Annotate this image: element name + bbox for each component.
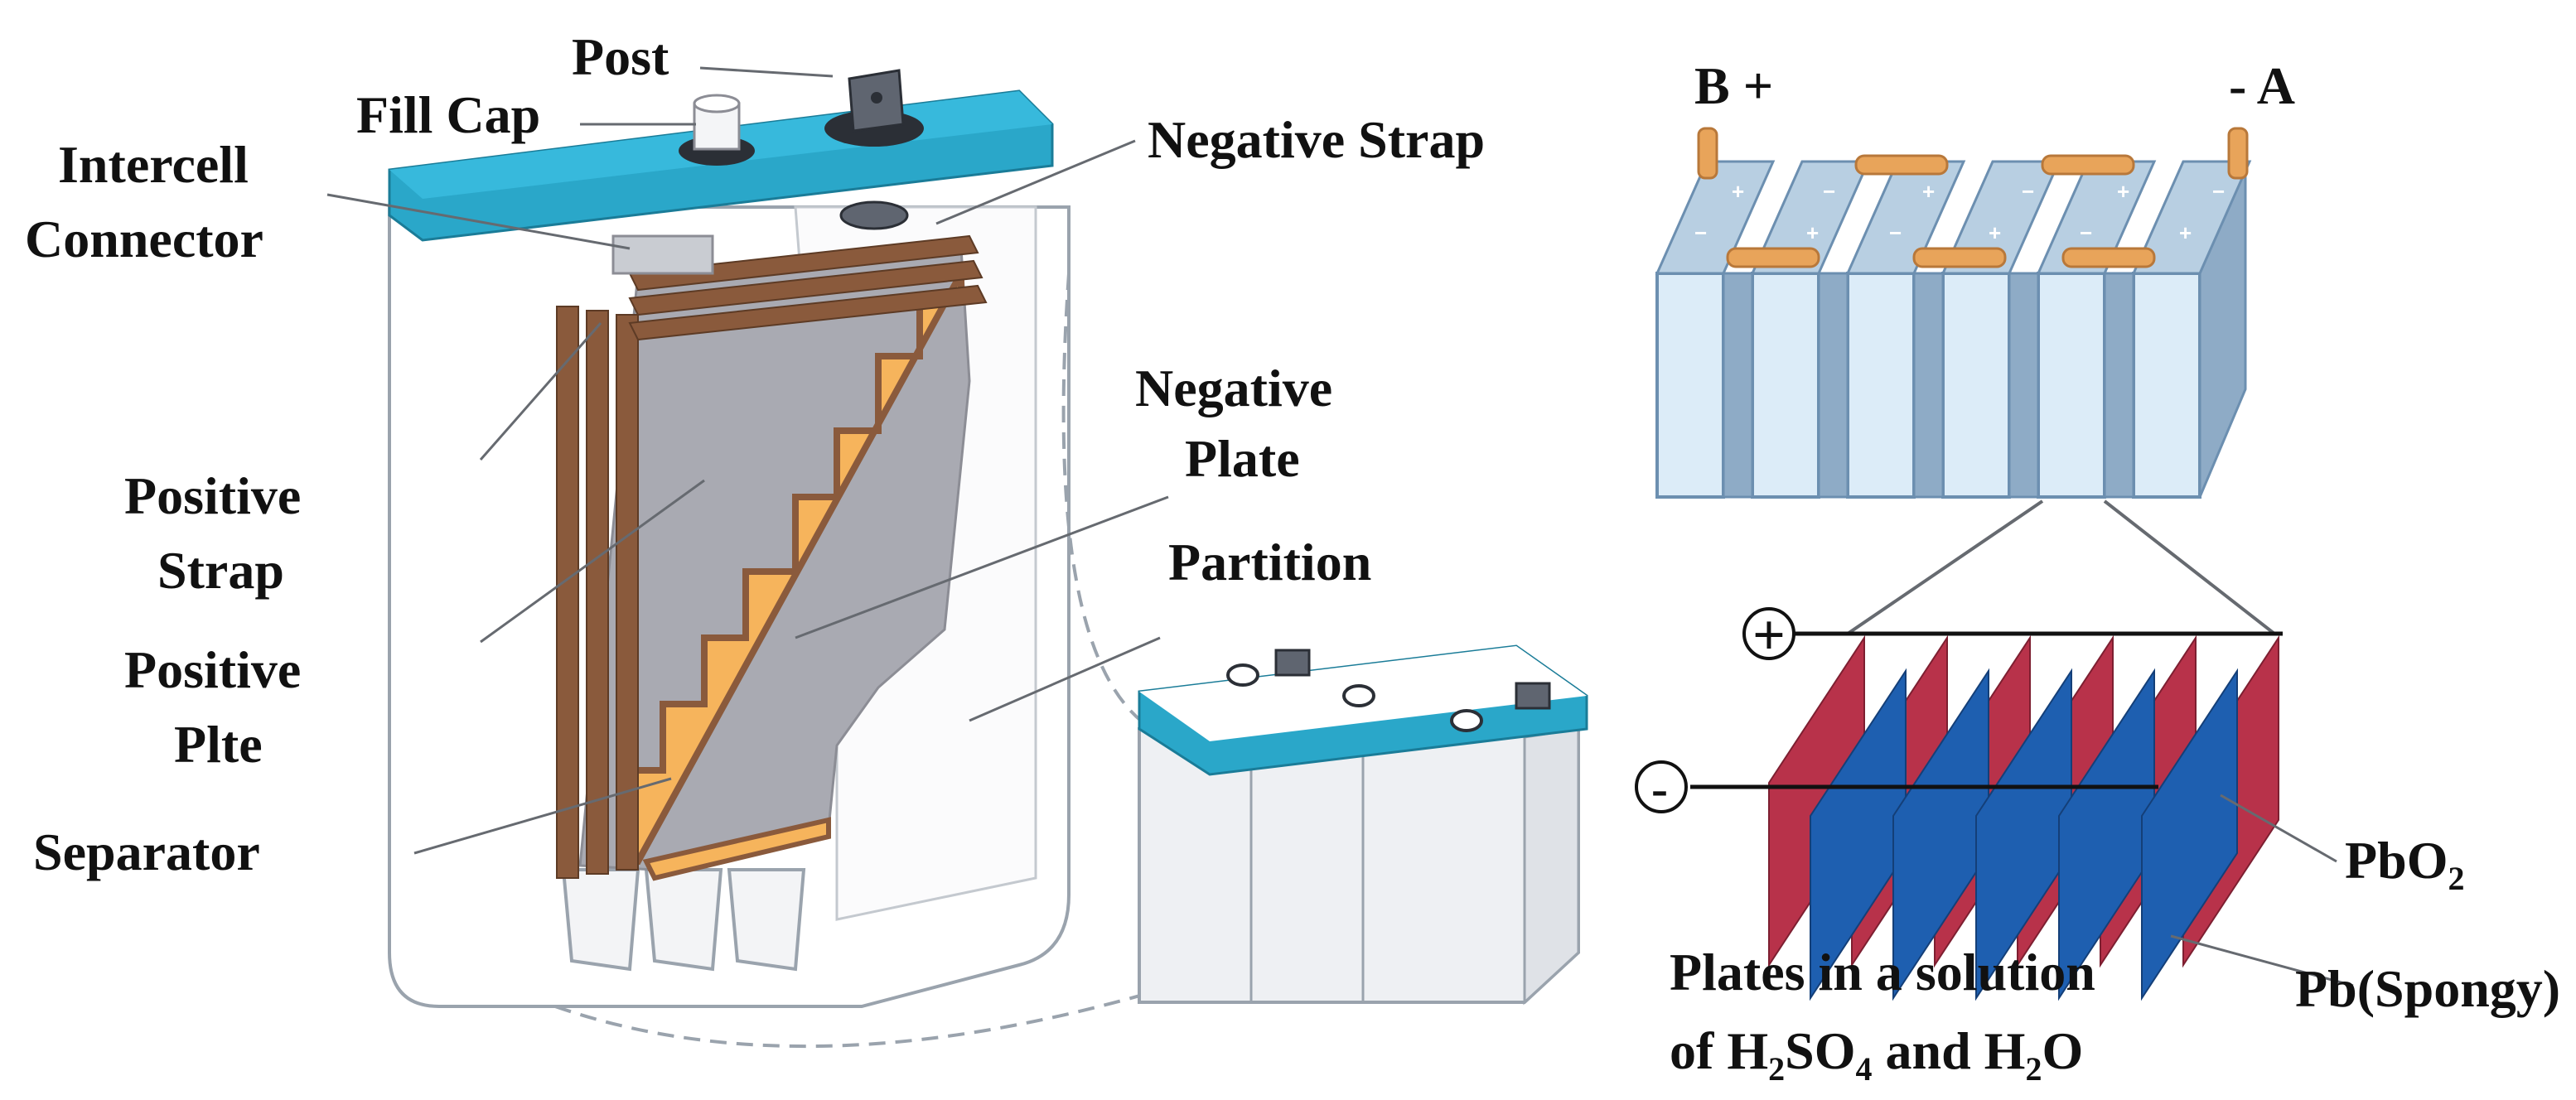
svg-text:−: − xyxy=(1823,179,1835,204)
positive-strap-bars xyxy=(556,306,639,879)
label-positive-strap-line1: Positive xyxy=(124,466,301,525)
svg-text:+: + xyxy=(1989,220,2001,245)
minus-sign: - xyxy=(1651,761,1668,816)
plate-assembly: + - PbO2 Pb(Spongy) Plates in a solution… xyxy=(1635,604,2560,1088)
label-positive-plate-line2: Plte xyxy=(174,715,263,774)
svg-text:−: − xyxy=(2022,179,2034,204)
zoom-line-left xyxy=(1846,499,2044,635)
intercell-connector xyxy=(611,234,714,275)
label-intercell-line1: Intercell xyxy=(58,135,249,194)
minus-terminal: - xyxy=(1635,760,1688,816)
leader-lines xyxy=(326,66,1169,855)
cell-series: +− −+ +− −+ +− −+ B + - A xyxy=(1655,56,2295,635)
svg-text:−: − xyxy=(2080,220,2092,245)
svg-text:+: + xyxy=(2179,220,2192,245)
svg-text:+: + xyxy=(1922,179,1935,204)
label-negative-strap: Negative Strap xyxy=(1148,110,1485,169)
svg-text:−: − xyxy=(2212,179,2225,204)
svg-text:+: + xyxy=(2117,179,2129,204)
label-positive-plate-line1: Positive xyxy=(124,640,301,699)
negative-strap-bars xyxy=(628,234,988,341)
label-terminal-a: - A xyxy=(2229,56,2295,115)
small-battery xyxy=(1138,644,1588,1006)
negative-plates xyxy=(1810,668,2238,1001)
label-separator: Separator xyxy=(33,823,260,881)
cutaway-battery: Post Fill Cap Intercell Connector Negati… xyxy=(25,27,1485,1049)
fill-cap-shape xyxy=(679,94,755,166)
cell-compartments xyxy=(561,868,806,972)
label-partition: Partition xyxy=(1168,533,1371,591)
cell-polarity-signs: +− −+ +− −+ +− −+ xyxy=(1694,179,2225,245)
post-shape xyxy=(824,69,924,230)
label-fill-cap: Fill Cap xyxy=(356,85,540,144)
label-pb-spongy: Pb(Spongy) xyxy=(2295,959,2560,1018)
svg-text:+: + xyxy=(1732,179,1744,204)
plus-sign: + xyxy=(1752,604,1786,668)
cell-connectors xyxy=(1697,127,2249,268)
svg-text:−: − xyxy=(1694,220,1707,245)
label-negative-plate-line2: Plate xyxy=(1185,429,1300,488)
label-intercell-line2: Connector xyxy=(25,210,263,268)
label-positive-strap-line2: Strap xyxy=(157,541,284,600)
label-pbo2: PbO2 xyxy=(2345,831,2464,897)
label-post: Post xyxy=(572,27,669,86)
plus-terminal: + xyxy=(1742,604,1795,668)
label-solution-line2: of H2SO4 and H2O xyxy=(1670,1021,2083,1088)
zoom-line-right xyxy=(2103,499,2276,635)
svg-text:−: − xyxy=(1889,220,1902,245)
label-terminal-b: B + xyxy=(1694,56,1773,115)
label-negative-plate-line1: Negative xyxy=(1135,359,1332,417)
svg-text:+: + xyxy=(1806,220,1819,245)
label-solution-line1: Plates in a solution xyxy=(1670,943,2095,1001)
